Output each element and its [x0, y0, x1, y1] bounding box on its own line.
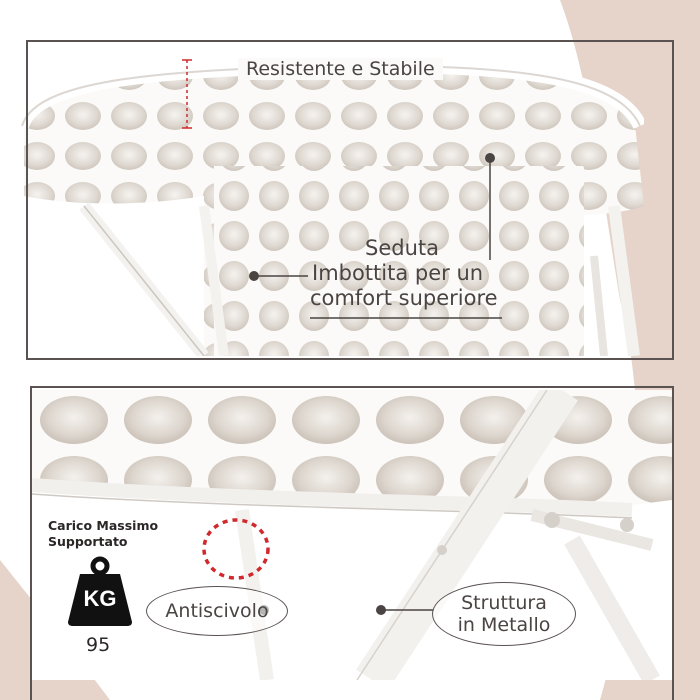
- feature-line-3: comfort superiore: [310, 286, 498, 310]
- structure-badge: Struttura in Metallo: [432, 582, 576, 646]
- feature-line-2: Imbottita per un: [312, 261, 484, 285]
- structure-pointer: [376, 605, 434, 615]
- bottom-photo: [32, 390, 672, 680]
- anti-slip-badge: Antiscivolo: [146, 586, 288, 636]
- thickness-marker: [182, 59, 192, 129]
- weight-unit: KG: [83, 586, 117, 611]
- bottom-frame: [30, 386, 674, 700]
- anti-slip-label: Antiscivolo: [165, 600, 269, 622]
- load-caption-1: Carico Massimo: [48, 518, 159, 533]
- load-value: 95: [86, 634, 111, 656]
- feature-line-1: Seduta: [365, 236, 439, 260]
- top-frame: [26, 40, 674, 360]
- anti-slip-highlight: [202, 518, 270, 580]
- weight-icon: KG: [64, 556, 136, 628]
- structure-line-2: in Metallo: [457, 614, 551, 636]
- load-caption-2: Supportato: [48, 534, 128, 549]
- feature-pointer: [249, 153, 502, 319]
- top-photo: [14, 56, 644, 356]
- structure-line-1: Struttura: [461, 592, 547, 614]
- title-resistente: Resistente e Stabile: [238, 58, 443, 80]
